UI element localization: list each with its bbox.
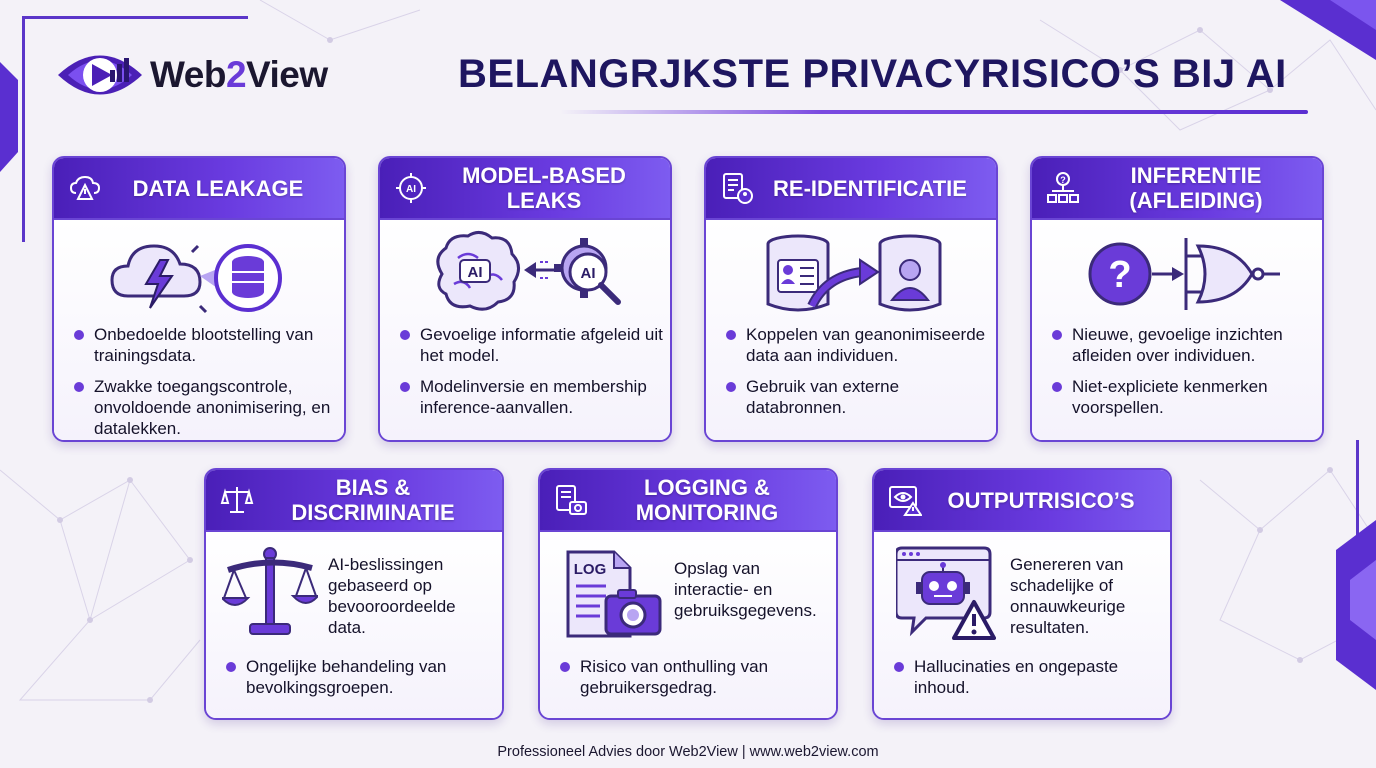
page-title: BELANGRJKSTE PRIVACYRISICO’S BIJ AI	[458, 52, 1287, 96]
svg-text:?: ?	[1060, 175, 1066, 185]
cloud-lightning-database-icon	[110, 244, 282, 314]
svg-text:AI: AI	[406, 184, 416, 195]
frame-line-top	[22, 16, 248, 19]
card-header: BIAS & DISCRIMINATIE	[206, 470, 502, 532]
ai-chip-icon: AI	[396, 173, 426, 203]
card-data-leakage: DATA LEAKAGE Onbedoelde blootstelling va…	[52, 156, 346, 442]
frame-line-left	[22, 16, 25, 242]
svg-text:AI: AI	[468, 264, 483, 281]
corner-decoration-left	[0, 62, 18, 172]
card-title: OUTPUTRISICO’S	[947, 487, 1135, 513]
list-item: Zwakke toegangscontrole, onvoldoende ano…	[72, 376, 334, 439]
card-model-based-leaks: AI MODEL-BASED LEAKS AI AI	[378, 156, 672, 442]
document-user-icon	[723, 173, 753, 204]
list-item: Nieuwe, gevoelige inzichten afleiden ove…	[1050, 324, 1316, 366]
svg-text:AI: AI	[581, 265, 596, 282]
footer-credit: Professioneel Advies door Web2View | www…	[497, 744, 879, 760]
corner-decoration-bottom-right	[1336, 520, 1376, 690]
profile-to-person-database-icon	[766, 234, 942, 312]
log-camera-icon	[556, 485, 587, 515]
card-title: MODEL-BASED LEAKS	[462, 163, 626, 213]
card-header: DATA LEAKAGE	[54, 158, 344, 220]
list-item: Modelinversie en membership inference-aa…	[398, 376, 664, 418]
card-inferentie: ? INFERENTIE (AFLEIDING) ? Nieuwe, gevoe…	[1030, 156, 1324, 442]
list-item: Gevoelige informatie afgeleid uit het mo…	[398, 324, 664, 366]
cloud-warning-icon	[69, 175, 101, 200]
list-item: Risico van onthulling van gebruikersgedr…	[558, 656, 830, 698]
eye-warning-icon	[889, 486, 922, 516]
card-logging-monitoring: LOGGING & MONITORING LOG Opslag van inte…	[538, 468, 838, 720]
scales-icon	[220, 487, 254, 513]
svg-text:LOG: LOG	[574, 561, 607, 578]
list-item: Niet-expliciete kenmerken voorspellen.	[1050, 376, 1316, 418]
list-item: Onbedoelde blootstelling van trainingsda…	[72, 324, 334, 366]
card-header: RE-IDENTIFICATIE	[706, 158, 996, 220]
balance-scale-icon	[222, 547, 318, 635]
corner-decoration-top-right	[1280, 0, 1376, 60]
list-item: Hallucinaties en ongepaste inhoud.	[892, 656, 1164, 698]
card-bias-discriminatie: BIAS & DISCRIMINATIE AI-beslissingen geb…	[204, 468, 504, 720]
card-header: OUTPUTRISICO’S	[874, 470, 1170, 532]
card-title: BIAS & DISCRIMINATIE	[291, 475, 455, 525]
card-summary-text: Genereren van schadelijke of onnauwkeuri…	[1010, 555, 1126, 637]
question-logic-gate-icon: ?	[1088, 238, 1280, 310]
title-underline	[560, 110, 1308, 114]
card-header: AI MODEL-BASED LEAKS	[380, 158, 670, 220]
card-re-identificatie: RE-IDENTIFICATIE Koppelen van geanonimis…	[704, 156, 998, 442]
brand-name: Web2View	[150, 54, 328, 95]
brand-logo: Web2View	[54, 40, 328, 110]
card-title: DATA LEAKAGE	[132, 175, 304, 201]
card-title: INFERENTIE (AFLEIDING)	[1129, 163, 1263, 213]
svg-text:?: ?	[1108, 254, 1131, 296]
log-file-camera-icon: LOG	[566, 550, 662, 638]
card-title: RE-IDENTIFICATIE	[773, 175, 967, 201]
card-summary-text: Opslag van interactie- en gebruiksgegeve…	[674, 559, 817, 620]
card-title: LOGGING & MONITORING	[635, 475, 779, 525]
card-outputrisicos: OUTPUTRISICO’S Genereren van schadelijke…	[872, 468, 1172, 720]
card-header: LOGGING & MONITORING	[540, 470, 836, 532]
card-header: ? INFERENTIE (AFLEIDING)	[1032, 158, 1322, 220]
eye-play-logo-icon	[58, 55, 142, 95]
frame-line-right	[1356, 440, 1359, 620]
question-hierarchy-icon: ?	[1047, 172, 1079, 203]
list-item: Ongelijke behandeling van bevolkingsgroe…	[224, 656, 496, 698]
card-summary-text: AI-beslissingen gebaseerd op bevooroorde…	[328, 555, 456, 637]
list-item: Gebruik van externe databronnen.	[724, 376, 990, 418]
ai-brain-gear-magnifier-icon: AI AI	[436, 231, 621, 311]
list-item: Koppelen van geanonimiseerde data aan in…	[724, 324, 990, 366]
robot-chat-warning-icon	[896, 546, 996, 640]
